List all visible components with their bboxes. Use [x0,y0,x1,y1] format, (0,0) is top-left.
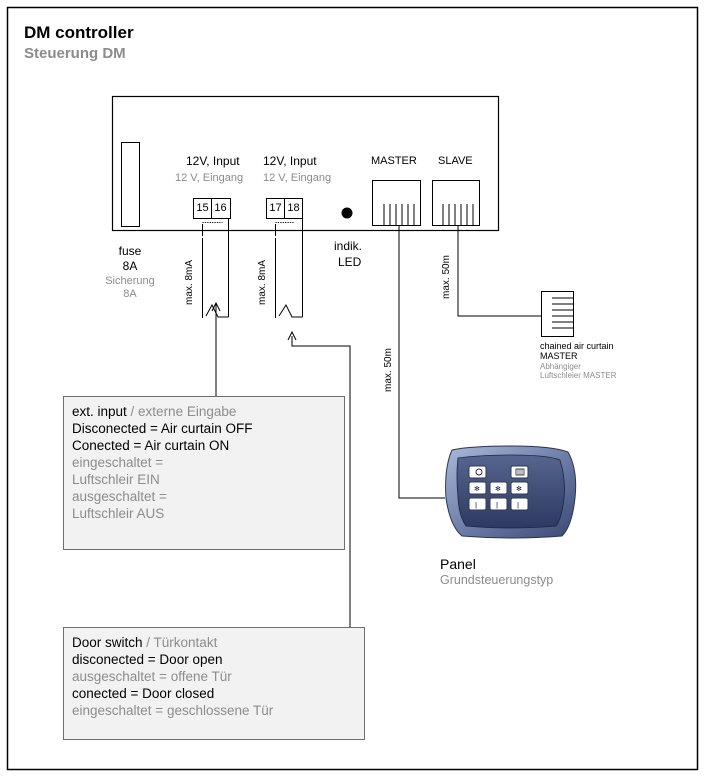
terminal-block-17-18 [266,198,303,223]
fuse-icon [121,142,140,227]
input-2-label: 12V, Input [263,154,317,168]
fuse-label: fuse [118,244,142,258]
master-label: MASTER [371,155,417,167]
input-1-label-de: 12 V, Eingang [175,172,244,184]
door-switch-line-open-de: ausgeschaltet = offene Tür [72,669,232,684]
svg-text:ǀ: ǀ [517,501,519,509]
slave-label: SLAVE [438,155,473,167]
input-switch-2-wires [275,219,303,318]
terminal-18: 18 [287,202,300,214]
led-label-line1: indik. [334,239,363,253]
door-switch-heading: Door switch / Türkontakt [72,634,356,651]
fuse-rating-de: 8A [123,288,137,300]
fuse-rating: 8A [122,259,138,273]
panel-label: Panel [440,556,476,572]
ext-input-heading-en: ext. input [72,404,127,419]
ext-input-line-on: Conected = Air curtain ON [72,438,230,453]
door-switch-heading-en: Door switch [72,635,143,650]
ext-input-line-de-3: ausgeschaltet = [72,489,167,504]
door-switch-info-box: Door switch / Türkontakt disconected = D… [63,627,365,740]
svg-text:✻: ✻ [474,485,480,493]
cable-label-input2: max. 8mA [257,259,268,305]
page-title: DM controller [24,23,134,42]
svg-text:✻: ✻ [516,485,522,493]
led-indicator-icon [341,207,353,219]
svg-text:ǀ: ǀ [496,501,498,509]
terminal-15: 15 [196,202,209,214]
cable-label-panel: max. 50m [383,348,394,392]
arrow-to-input-2 [291,336,351,627]
terminal-block-15-16 [193,198,231,223]
chained-connector-icon [541,291,574,337]
cable-label-slave: max. 50m [441,255,452,299]
ext-input-line-de-1: eingeschaltet = [72,455,164,470]
control-panel-icon: ✻ ✻ ✻ ǀ ǀ ǀ [445,445,577,539]
led-label-line2: LED [338,255,362,269]
slave-cable [457,225,541,317]
chained-label-line2: MASTER [540,351,578,361]
chained-label-line1-de: Abhängiger [540,362,581,371]
panel-cable [398,225,445,499]
chained-label-line1: chained air curtain [540,341,614,351]
outer-frame [6,6,699,771]
input-1-label: 12V, Input [186,154,240,168]
door-switch-line-closed: conected = Door closed [72,686,215,701]
svg-text:✻: ✻ [495,485,501,493]
door-switch-heading-de: / Türkontakt [142,635,218,650]
svg-text:ǀ: ǀ [475,501,477,509]
panel-label-de: Grundsteuerungstyp [440,573,554,587]
terminal-17: 17 [269,202,282,214]
chained-label-line2-de: Luftschleier MASTER [540,371,617,380]
door-switch-line-closed-de: eingeschaltet = geschlossene Tür [72,703,274,718]
terminal-16: 16 [214,202,227,214]
input-2-label-de: 12 V, Eingang [263,172,332,184]
slave-connector-icon [432,180,480,226]
ext-input-line-de-2: Luftschleir EIN [72,472,160,487]
ext-input-heading-de: / externe Eingabe [126,404,237,419]
door-switch-line-open: disconected = Door open [72,652,223,667]
input-switch-1-wires [202,219,229,318]
master-connector-icon [372,180,421,226]
ext-input-line-off: Disconected = Air curtain OFF [72,421,253,436]
fuse-label-de: Sicherung [105,275,155,287]
ext-input-line-de-4: Luftschleir AUS [72,506,165,521]
ext-input-heading: ext. input / externe Eingabe [72,403,336,420]
cable-label-input1: max. 8mA [184,259,195,305]
page-subtitle: Steuerung DM [24,45,126,62]
ext-input-info-box: ext. input / externe Eingabe Disconected… [63,396,345,550]
